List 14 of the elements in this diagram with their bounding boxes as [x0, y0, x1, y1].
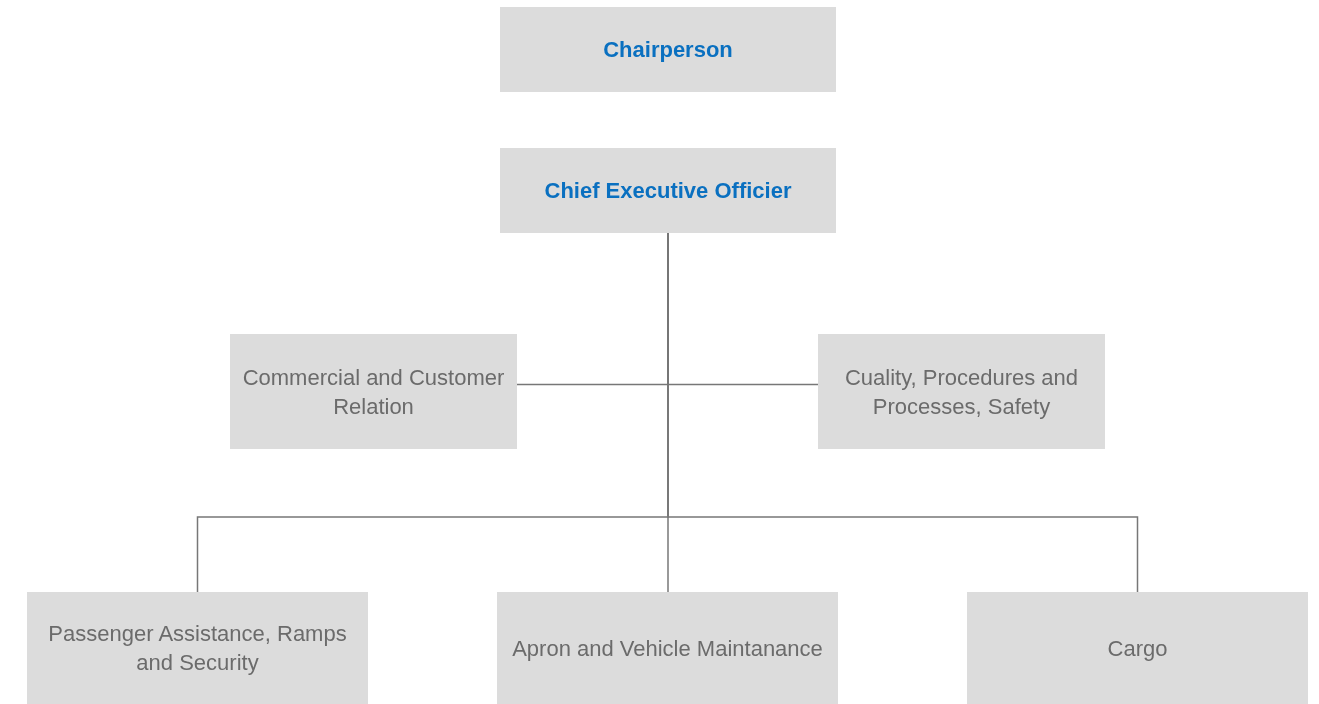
org-box [818, 334, 1105, 449]
org-label: Commercial and Customer Relation [242, 363, 505, 421]
org-box [500, 148, 836, 233]
org-label: Cargo [1107, 634, 1168, 663]
org-box [500, 7, 836, 92]
org-box [27, 592, 368, 704]
org-label: Passenger Assistance, Ramps and Security [47, 620, 348, 677]
org-label: Cuality, Procedures and Processes, Safety [843, 363, 1080, 421]
org-box [497, 592, 838, 704]
org-label: Chairperson [603, 36, 733, 64]
org-label: Chief Executive Officier [544, 177, 792, 205]
org-box [230, 334, 517, 449]
org-label: Apron and Vehicle Maintanance [512, 634, 823, 663]
org-box [967, 592, 1308, 704]
